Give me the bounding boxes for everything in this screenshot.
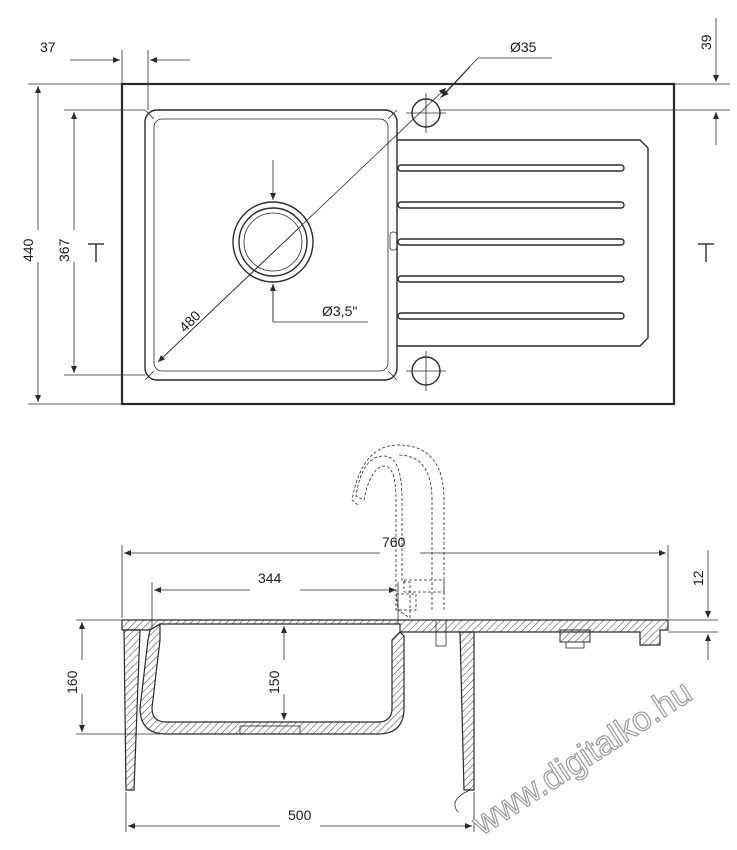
dim-hole-diameter-label: Ø35 [510,39,537,55]
overflow-slot [389,231,398,251]
dim-diagonal-label: 480 [176,307,204,335]
dim-offset-top-label: 39 [698,34,714,50]
side-view: 760 344 12 160 150 [64,444,718,832]
section-marker-left [88,243,104,262]
dim-total-height: 160 [64,619,160,735]
dim-bowl-width: 344 [151,570,399,628]
dim-cabinet-width-label: 500 [288,807,312,823]
section-marker-right [698,243,714,262]
dim-width-outer-label: 440 [20,238,36,262]
drain-icon [232,201,314,283]
drainboard-fitting [559,629,591,643]
cabinet-side-right [459,631,475,791]
drainboard-rib [397,238,625,246]
dim-hole-diameter: Ø35 [439,39,552,99]
dim-bowl-depth: 150 [266,626,287,720]
dim-offset-left: 37 [40,39,190,110]
bowl-inner-outline [153,118,389,372]
dim-offset-left-label: 37 [40,39,56,55]
cabinet-side-left [123,629,141,791]
bowl-outline [144,109,398,381]
sink-outline [120,82,676,406]
dim-width-outer: 440 [20,83,122,405]
dim-cabinet-width: 500 [125,792,475,832]
dim-bowl-height: 367 [56,109,145,376]
watermark-text: www.digitalko.hu [465,673,699,843]
watermark: www.digitalko.hu [454,672,699,844]
dim-drain-diameter: Ø3,5" [270,160,368,323]
dim-bowl-depth-label: 150 [266,670,282,694]
bowl-section [139,622,405,735]
dim-rim-thickness-label: 12 [690,570,706,586]
dim-drain-diameter-label: Ø3,5" [322,303,357,319]
tap-hole-icon [406,93,446,133]
drainboard-rib [397,201,625,209]
dim-offset-top: 39 [440,18,730,145]
drainboard-rib [397,312,625,320]
dim-bowl-height-label: 367 [56,238,72,262]
dim-total-height-label: 160 [64,670,80,694]
faucet-outline [355,455,411,619]
drainboard-ribs [397,164,625,320]
dim-total-length-label: 760 [382,534,406,550]
top-view: 37 Ø35 39 440 [20,18,730,406]
drainboard-rib [397,164,625,172]
dim-rim-thickness: 12 [668,550,718,660]
drainboard-outline [397,139,649,347]
drainboard-rib [397,275,625,283]
dim-diagonal: 480 [157,87,447,363]
dim-total-length: 760 [121,534,669,618]
optional-hole-icon [406,351,446,391]
dim-bowl-width-label: 344 [258,570,282,586]
